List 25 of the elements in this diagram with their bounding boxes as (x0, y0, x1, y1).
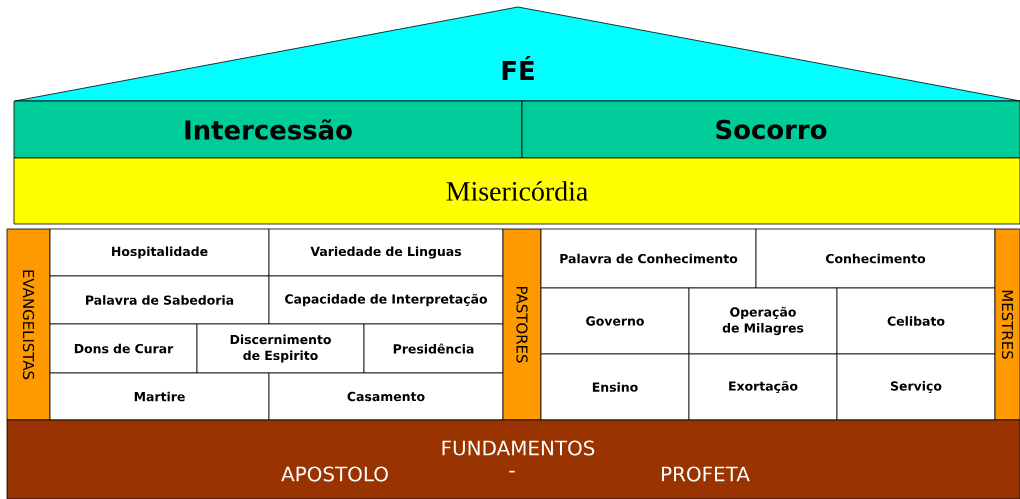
gift-cell: Martire (49, 372, 270, 421)
gift-cell: Serviço (836, 353, 996, 421)
roof-triangle: FÉ (14, 6, 1020, 102)
gift-cell: Operação de Milagres (688, 287, 838, 355)
gift-cell: Exortação (688, 353, 838, 421)
pillar-box: MESTRES (994, 228, 1020, 421)
gift-cell: Dons de Curar (49, 323, 198, 374)
gift-cell: Conhecimento (755, 228, 996, 289)
gift-cell: Casamento (268, 372, 504, 421)
gift-cell: Capacidade de Interpretação (268, 275, 504, 325)
band-box: Misericórdia (13, 157, 1020, 225)
gift-cell: Governo (540, 287, 690, 355)
pillar-box: EVANGELISTAS (6, 228, 51, 421)
gift-cell: Celibato (836, 287, 996, 355)
gift-cell: Presidência (363, 323, 504, 374)
beam-box: Intercessão (13, 100, 523, 159)
gift-cell: Discernimento de Espirito (196, 323, 365, 374)
gift-cell: Palavra de Sabedoria (49, 275, 270, 325)
beam-box: Socorro (521, 100, 1020, 159)
gift-cell: Hospitalidade (49, 228, 270, 277)
foundation-box: FUNDAMENTOS APOSTOLO - PROFETA (6, 419, 1020, 499)
pillar-box: PASTORES (502, 228, 542, 421)
gift-cell: Palavra de Conhecimento (540, 228, 757, 289)
gift-cell: Ensino (540, 353, 690, 421)
gift-cell: Variedade de Linguas (268, 228, 504, 277)
